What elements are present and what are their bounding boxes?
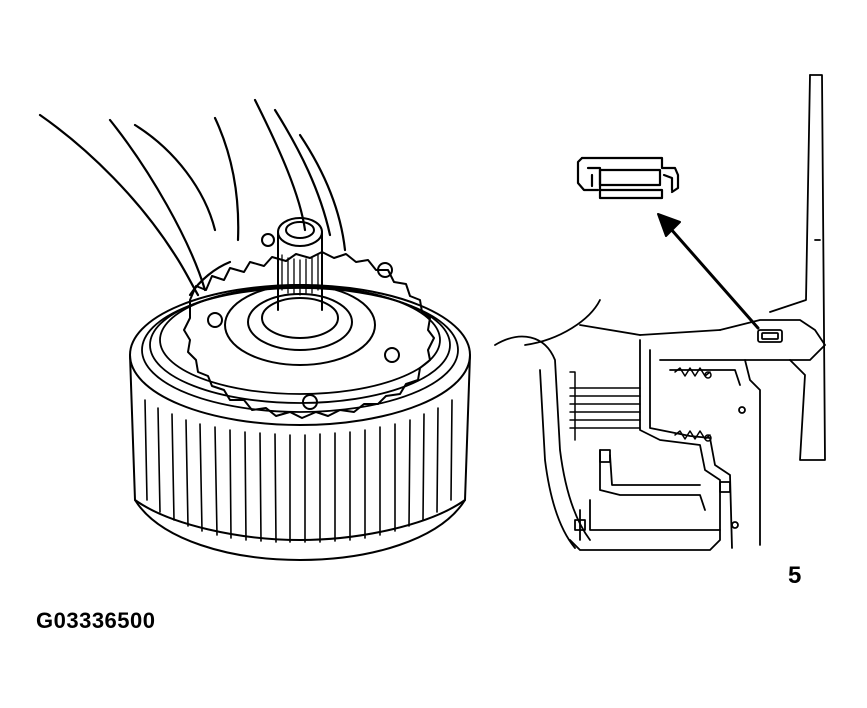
detail-arrow [657,213,760,330]
cross-section-diagram [494,74,826,551]
return-springs [674,367,712,442]
clutch-drum-illustration [38,98,471,561]
input-shaft [224,217,376,366]
snap-ring-detail [576,156,680,200]
drum-splines [144,399,453,543]
section-clutch-plates [569,371,641,441]
snap-ring-location [757,329,783,343]
step-number: 5 [788,562,802,589]
hand-drawing [38,98,347,297]
figure-code: G03336500 [36,608,156,633]
gear-plate [183,233,435,419]
drum-body [129,284,471,561]
